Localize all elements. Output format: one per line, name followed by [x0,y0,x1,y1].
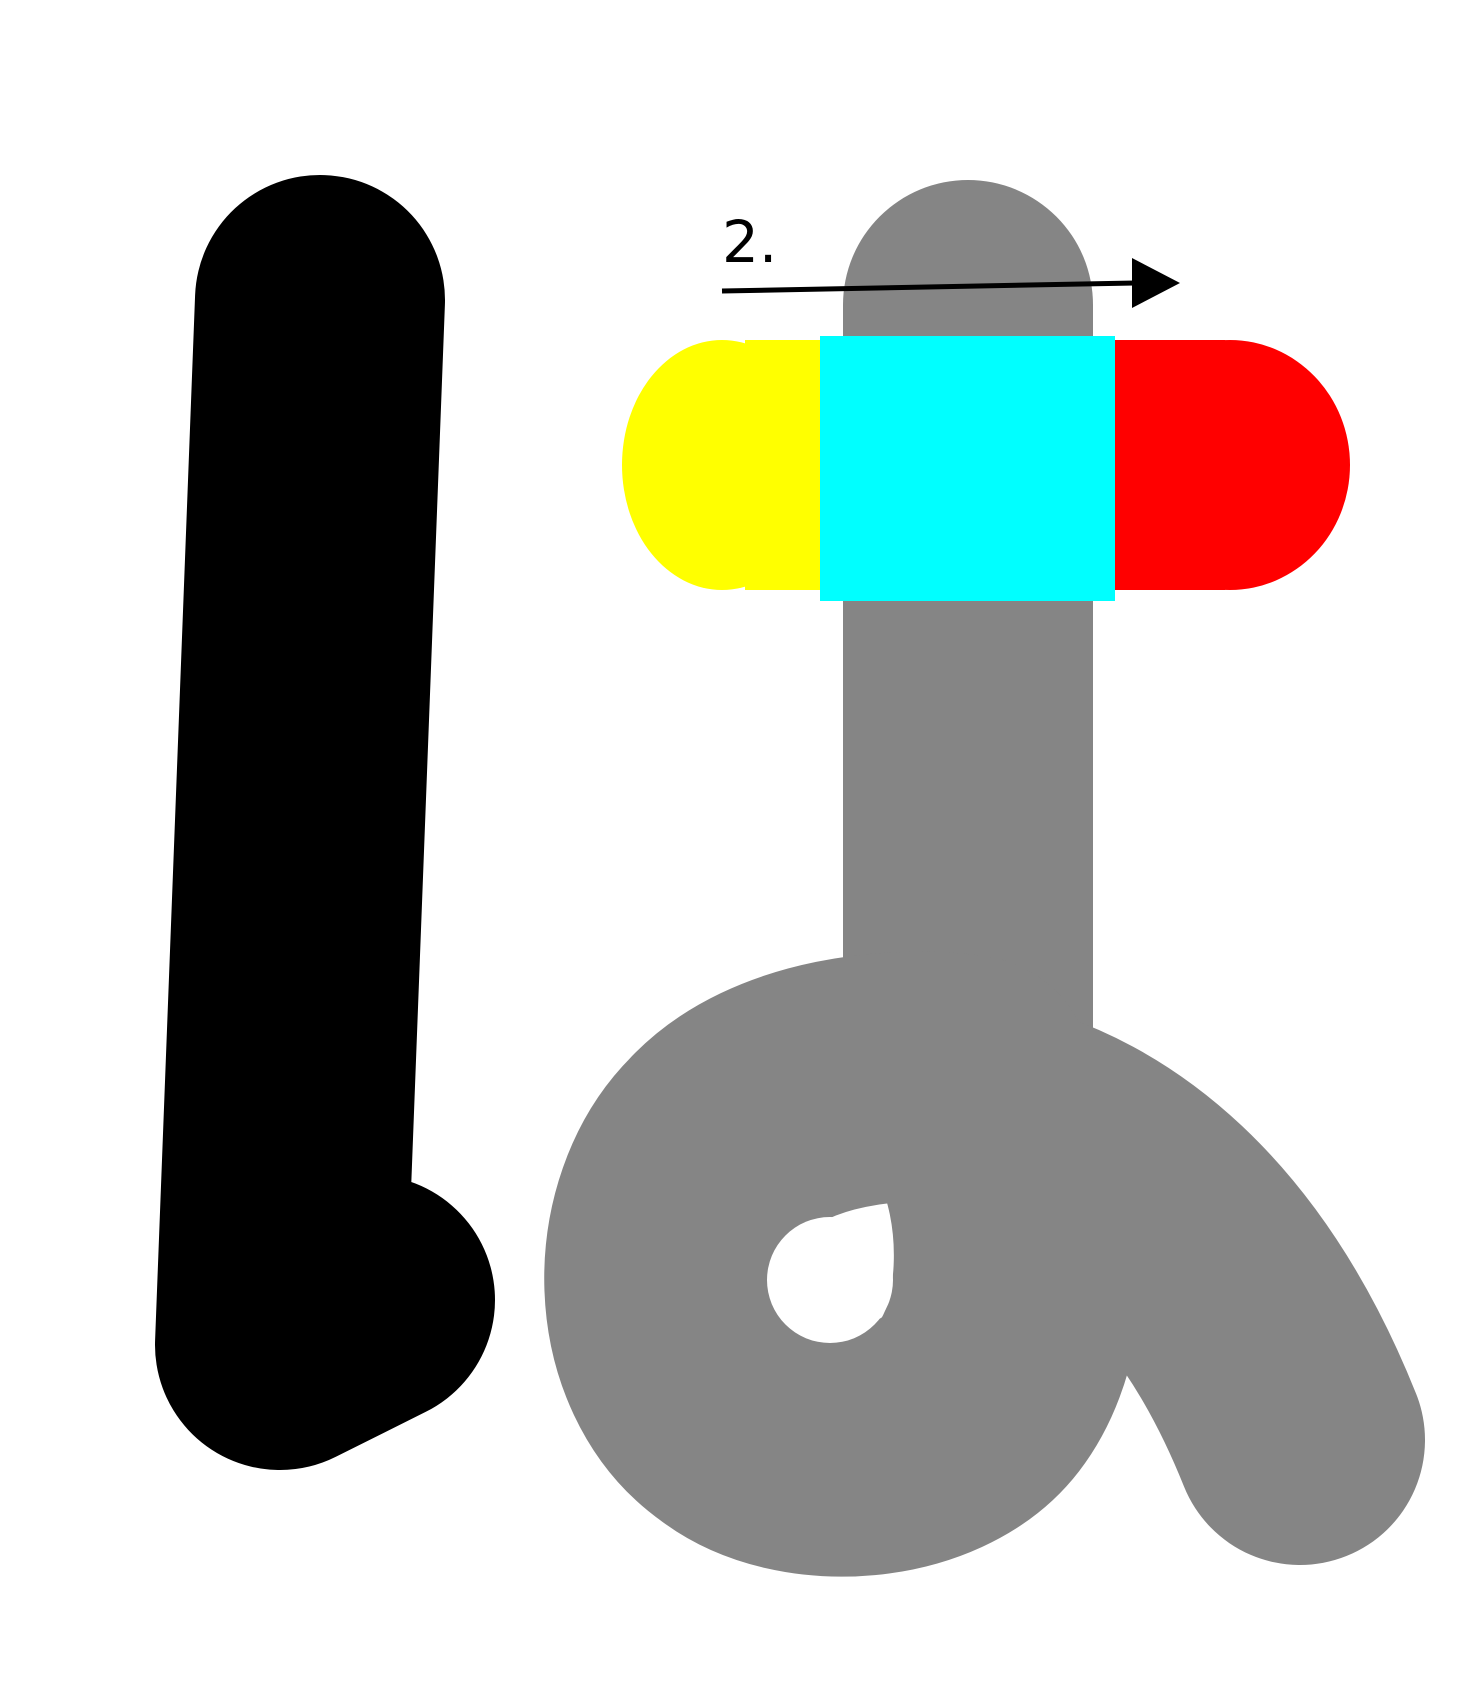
stroke-3-loop-and-tail [544,951,1425,1577]
direction-indicator: 2. [721,208,1180,308]
stroke-middle-segment [820,336,1115,601]
stroke-start-segment-body [745,340,820,590]
direction-arrow-shaft [721,280,1136,294]
stroke-1-shape [155,175,495,1470]
current-stroke-2 [622,336,1350,601]
stroke-end-segment-body [1110,340,1225,590]
direction-arrow-head-icon [1132,258,1180,308]
loop-hole [767,1217,893,1343]
step-number-label: 2. [722,208,777,276]
completed-stroke-1 [155,175,495,1470]
